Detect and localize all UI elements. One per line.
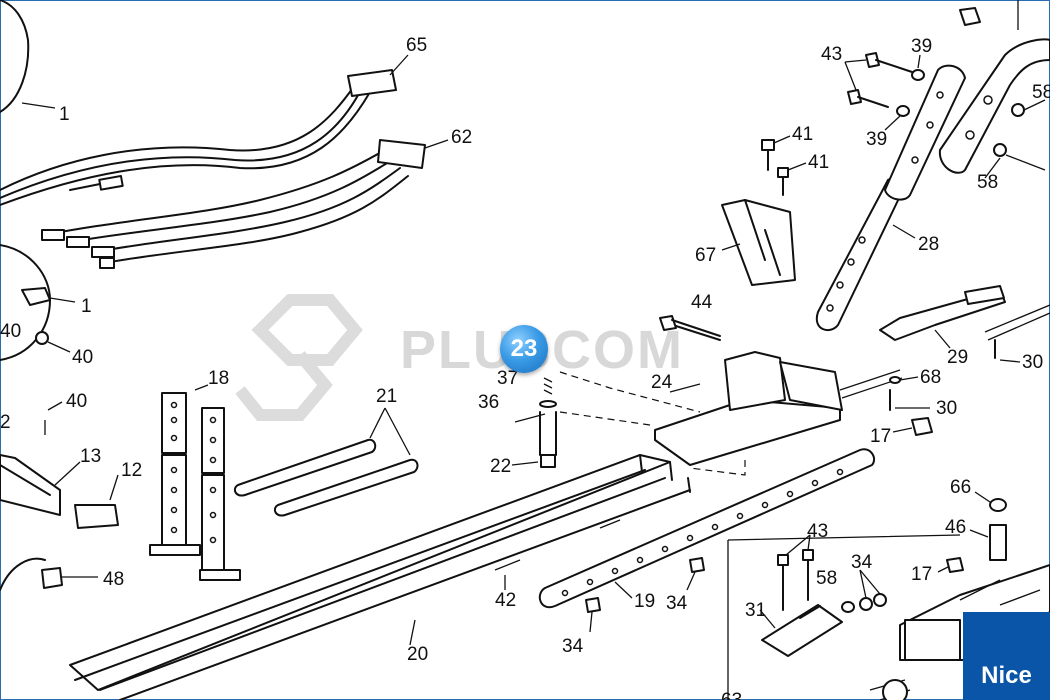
callout-43: 43 <box>807 521 828 542</box>
bracket-18 <box>149 392 241 581</box>
clip-part <box>21 287 51 306</box>
callout-12: 12 <box>121 460 142 481</box>
link-arm <box>938 38 1050 174</box>
screw-head <box>35 331 49 345</box>
callout-58: 58 <box>977 172 998 193</box>
rail-20 <box>69 454 691 700</box>
callout-20: 20 <box>407 644 428 665</box>
pin-assembly-22 <box>514 377 557 468</box>
callout-48: 48 <box>103 569 124 590</box>
part-48 <box>41 567 63 589</box>
callout-40: 40 <box>0 321 21 342</box>
guide-rails-21 <box>233 438 419 517</box>
callout-24: 24 <box>651 372 673 393</box>
wire-harness-65 <box>0 69 397 206</box>
callout-65: 65 <box>406 35 427 56</box>
base-plate-13 <box>0 454 119 529</box>
callout-42: 42 <box>495 590 516 611</box>
nut <box>959 7 981 26</box>
perforated-bar-19 <box>538 448 876 609</box>
lower-bracket-31 <box>761 604 843 657</box>
cover-part <box>0 0 30 113</box>
callout-66: 66 <box>950 477 971 498</box>
callout-labels: 65 62 1 1 40 40 2 13 12 48 18 21 40 37 3… <box>0 35 1050 700</box>
callout-40: 40 <box>66 391 87 412</box>
callout-63: 63 <box>721 690 742 700</box>
watermark: PLUSCOM <box>235 294 682 421</box>
callout-34: 34 <box>666 593 688 614</box>
callout-36: 36 <box>478 392 499 413</box>
callout-2: 2 <box>0 412 11 433</box>
watermark-logo-icon <box>251 294 363 366</box>
callout-68: 68 <box>920 367 941 388</box>
callout-17: 17 <box>911 564 932 585</box>
callout-39: 39 <box>911 36 932 57</box>
callout-37: 37 <box>497 368 518 389</box>
callout-67: 67 <box>695 245 716 266</box>
arm-28 <box>815 64 966 332</box>
callout-17: 17 <box>870 426 891 447</box>
highlight-badge[interactable]: 23 <box>500 325 548 373</box>
callout-58: 58 <box>1032 82 1050 103</box>
callout-30: 30 <box>936 398 957 419</box>
callout-44: 44 <box>691 292 713 313</box>
callout-46: 46 <box>945 517 966 538</box>
watermark-logo-icon <box>235 351 333 421</box>
nut-17 <box>911 417 933 436</box>
callout-18: 18 <box>208 368 229 389</box>
callout-40: 40 <box>72 347 93 368</box>
callout-22: 22 <box>490 456 511 477</box>
callout-41: 41 <box>808 152 829 173</box>
callout-21: 21 <box>376 386 397 407</box>
bracket-67 <box>721 199 796 286</box>
callout-41: 41 <box>792 124 813 145</box>
callout-34: 34 <box>851 552 873 573</box>
callout-1: 1 <box>59 104 70 125</box>
callout-62: 62 <box>451 127 472 148</box>
callout-43: 43 <box>821 44 842 65</box>
brand-logo: Nice <box>963 612 1050 700</box>
callout-13: 13 <box>80 446 101 467</box>
callout-1: 1 <box>81 296 92 317</box>
callout-34: 34 <box>562 636 584 657</box>
callout-28: 28 <box>918 234 939 255</box>
carriage-24 <box>654 351 843 466</box>
callout-31: 31 <box>745 600 766 621</box>
callout-30: 30 <box>1022 352 1043 373</box>
callout-39: 39 <box>866 129 887 150</box>
callout-29: 29 <box>947 347 968 368</box>
callout-19: 19 <box>634 591 655 612</box>
callout-58: 58 <box>816 568 837 589</box>
wire-harness-62 <box>41 139 426 269</box>
